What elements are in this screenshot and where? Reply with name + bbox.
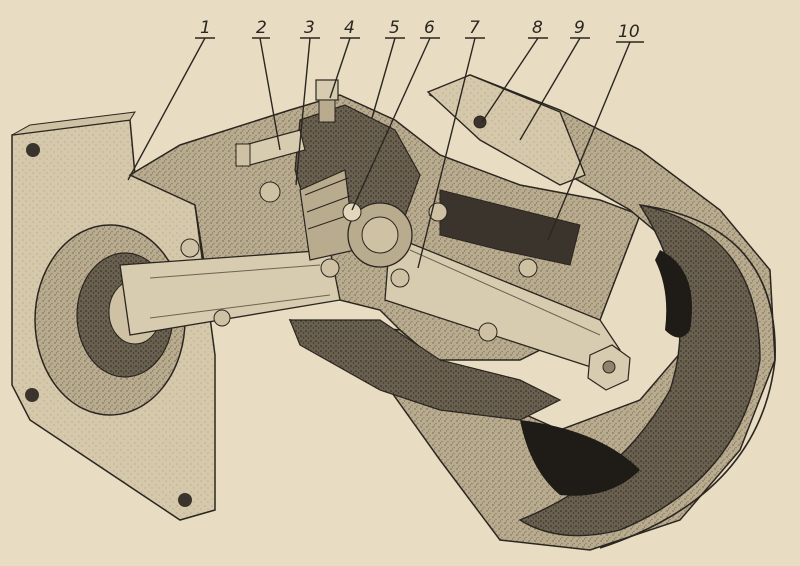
drum-housing (288, 74, 776, 551)
bearings (180, 181, 538, 342)
callout-9: 9 (574, 18, 585, 38)
bevel-gear-drive (299, 169, 356, 261)
callout-4: 4 (344, 18, 355, 38)
callout-leaders (127, 37, 644, 269)
callout-3: 3 (304, 18, 315, 38)
callout-6: 6 (424, 18, 435, 38)
callout-10: 10 (618, 22, 640, 42)
callout-7: 7 (469, 18, 480, 38)
callout-8: 8 (532, 18, 543, 38)
callout-1: 1 (200, 18, 211, 38)
input-shaft (119, 249, 341, 336)
inspection-cover (426, 74, 586, 186)
lower-cavity (289, 319, 562, 421)
callout-2: 2 (256, 18, 267, 38)
callout-labels: 1 2 3 4 5 6 7 8 9 10 (200, 18, 640, 42)
shaft-end-nut (587, 344, 631, 391)
bolt-hole (25, 388, 39, 402)
filler-plug (315, 79, 339, 123)
bevel-gear-driven (342, 202, 413, 268)
bolt-hole (178, 493, 192, 507)
bolt-hole (26, 143, 40, 157)
housing-bolt (235, 129, 306, 167)
callout-5: 5 (389, 18, 400, 38)
